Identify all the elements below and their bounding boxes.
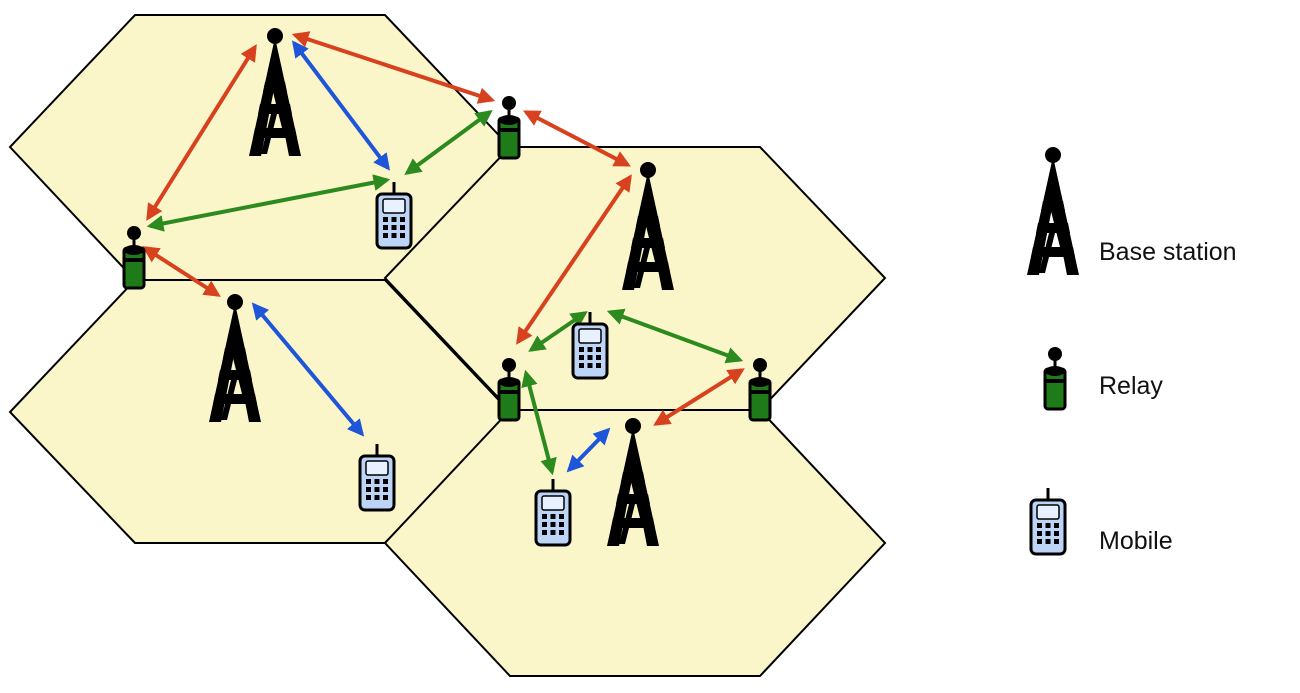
link-relay-right-bs4: [653, 368, 745, 426]
legend-base-station-icon: [1027, 147, 1079, 275]
legend: [1027, 147, 1079, 556]
link-relay-top-bs3: [523, 110, 631, 167]
legend-label-mobile: Mobile: [1099, 527, 1173, 555]
legend-mobile-icon: [1029, 486, 1067, 556]
link-relay-left-bs2: [142, 246, 221, 297]
cells: [8, 14, 887, 677]
relay-mobile-links: [146, 110, 744, 476]
base-mobile-links: [251, 40, 611, 473]
legend-label-base-station: Base station: [1099, 238, 1237, 266]
link-relay-top-mobile1: [404, 110, 493, 175]
link-relay-mid-mobile3: [521, 369, 557, 476]
relay-icon: [497, 94, 521, 160]
legend-relay-icon: [1043, 345, 1067, 411]
link-bs1-mobile1: [291, 40, 391, 171]
link-mobile4-relay-right: [606, 308, 744, 364]
link-relay-left-mobile1: [146, 174, 391, 232]
link-bs4-mobile3: [566, 427, 611, 473]
legend-label-relay: Relay: [1099, 372, 1163, 400]
link-bs2-mobile2: [251, 302, 365, 437]
link-relay-mid-mobile4: [528, 311, 588, 352]
